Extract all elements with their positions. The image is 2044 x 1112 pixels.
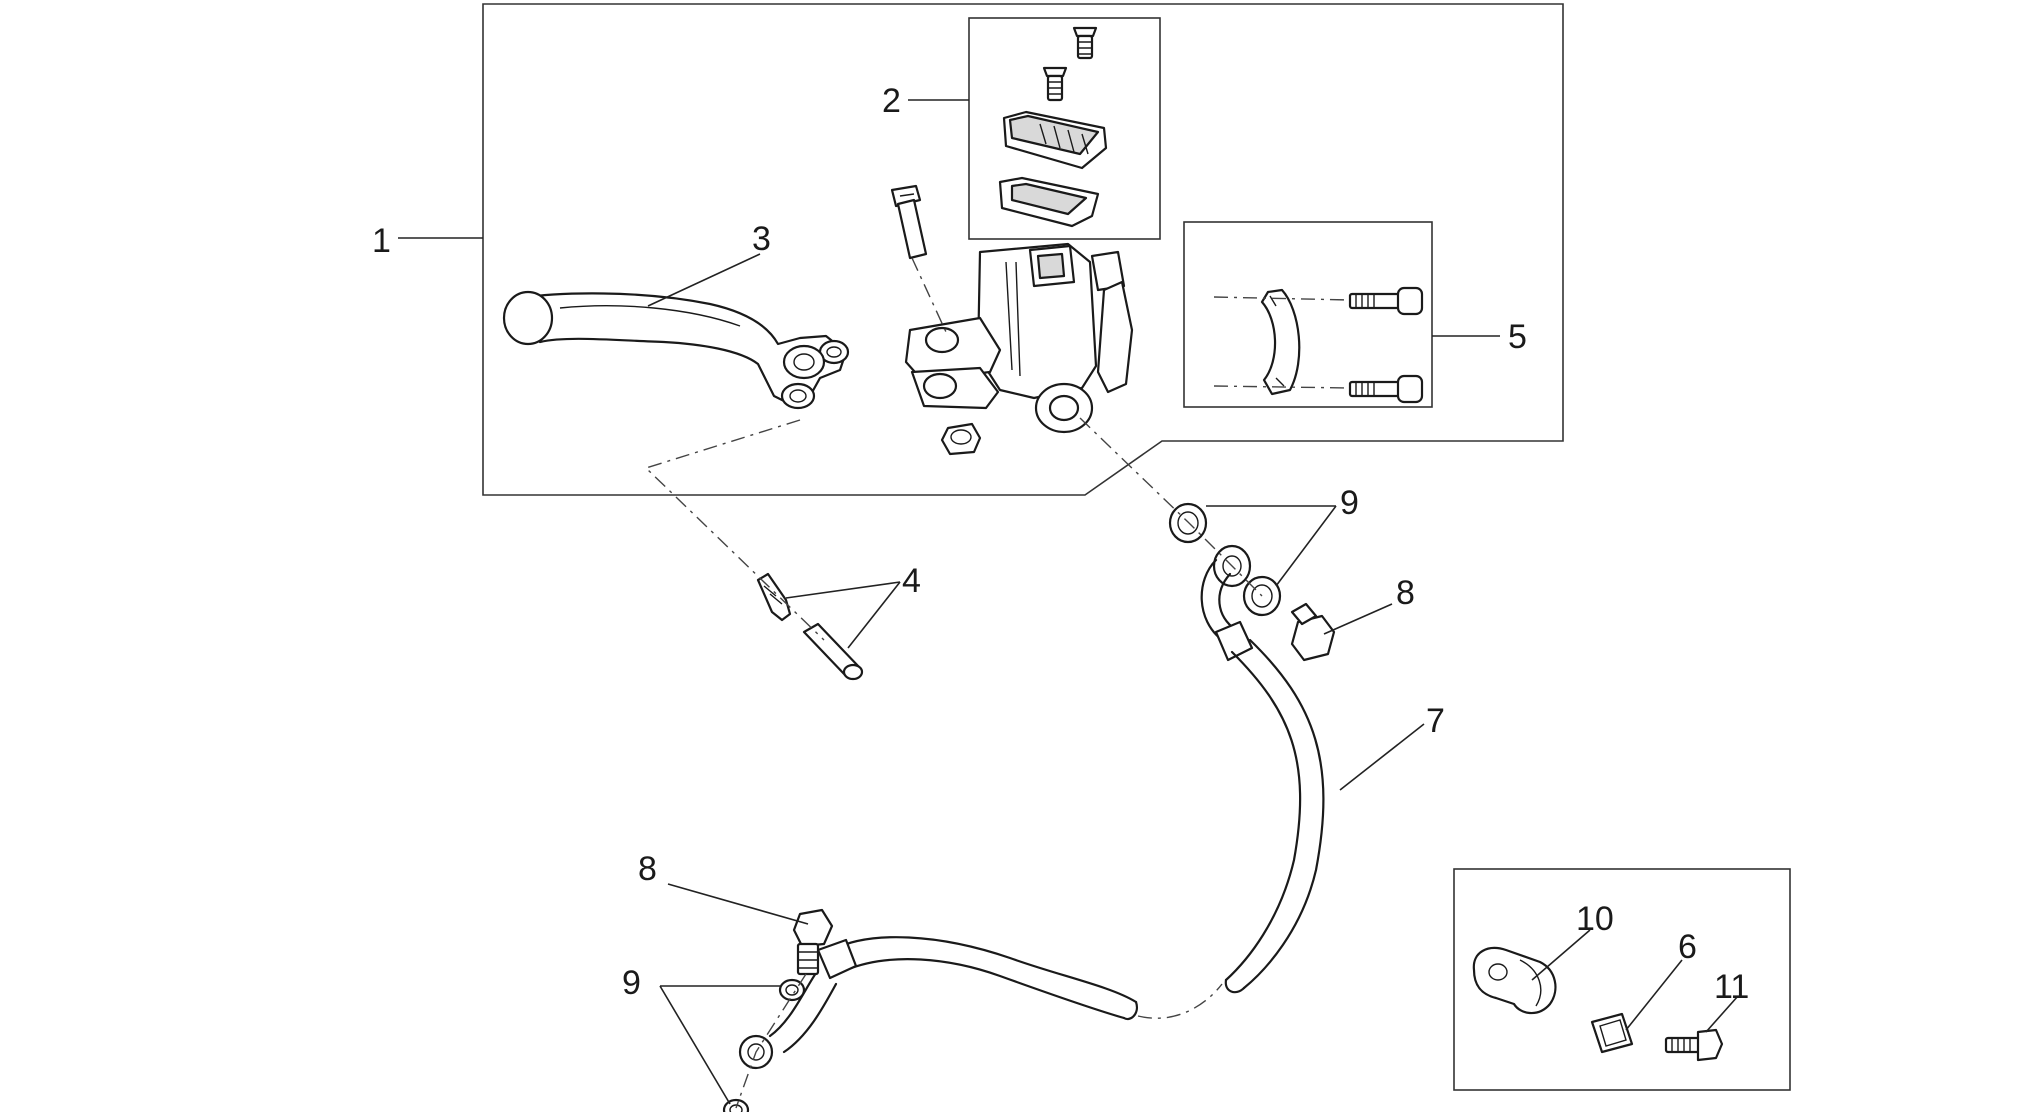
reservoir-cover [1002,110,1108,170]
reservoir-screw-lower [1042,66,1068,102]
axis-banjo-upper [1079,417,1263,597]
handlebar-clamp-kit-box [1183,221,1433,408]
callout-1: 1 [372,222,391,260]
clamp-bolt-lower [1348,374,1424,404]
callout-10: 10 [1576,900,1614,938]
hose-fixing-kit-box [1453,868,1791,1091]
axis-banjo-lower [735,973,807,1109]
assembly-outline-box [482,3,1564,496]
hose-clip [1472,946,1557,1015]
callout-8-upper: 8 [1396,574,1415,612]
reservoir-diaphragm [998,176,1100,228]
clutch-hose [738,558,1325,1070]
sealing-washer-upper-1 [1168,502,1208,544]
clamp-bolt-upper [1348,286,1424,316]
leader-9a-2 [1275,505,1337,587]
axis-lever-pushrod [644,419,825,641]
pivot-bolt [890,184,928,260]
fixing-screw [1664,1028,1724,1062]
handlebar-clamp [1260,288,1301,396]
callout-7: 7 [1426,702,1445,740]
spring-nut [1590,1012,1634,1054]
banjo-bolt-lower [792,908,834,976]
leader-7 [1339,723,1425,791]
pushrod-adjuster [756,572,792,622]
leader-10 [1531,929,1591,981]
callout-5: 5 [1508,318,1527,356]
callout-3: 3 [752,220,771,258]
leader-4b [847,581,901,649]
pivot-nut [940,422,982,456]
leader-9b-2 [659,985,731,1105]
master-cylinder-body [904,242,1134,434]
callout-2: 2 [882,82,901,120]
callout-9-lower: 9 [622,964,641,1002]
leader-8a [1323,603,1393,635]
reservoir-cover-kit-box [968,17,1161,240]
callout-8-lower: 8 [638,850,657,888]
leader-3 [647,253,761,307]
reservoir-screw-upper [1072,26,1098,60]
axis-clamp-upper [1213,296,1351,301]
callout-6: 6 [1678,928,1697,966]
banjo-bolt-upper [1290,602,1336,662]
sealing-washer-lower-1 [778,978,806,1002]
callout-9-upper: 9 [1340,484,1359,522]
axis-hose-joint [1137,983,1223,1019]
leader-11 [1705,995,1739,1033]
leader-6 [1625,959,1683,1031]
pushrod [802,622,864,681]
leader-8b [667,883,809,925]
axis-bolt [911,257,947,333]
callout-4: 4 [902,562,921,600]
clutch-lever [502,290,850,410]
callout-11: 11 [1714,968,1749,1006]
leader-4a [785,581,901,599]
axis-clamp-lower [1213,385,1351,389]
